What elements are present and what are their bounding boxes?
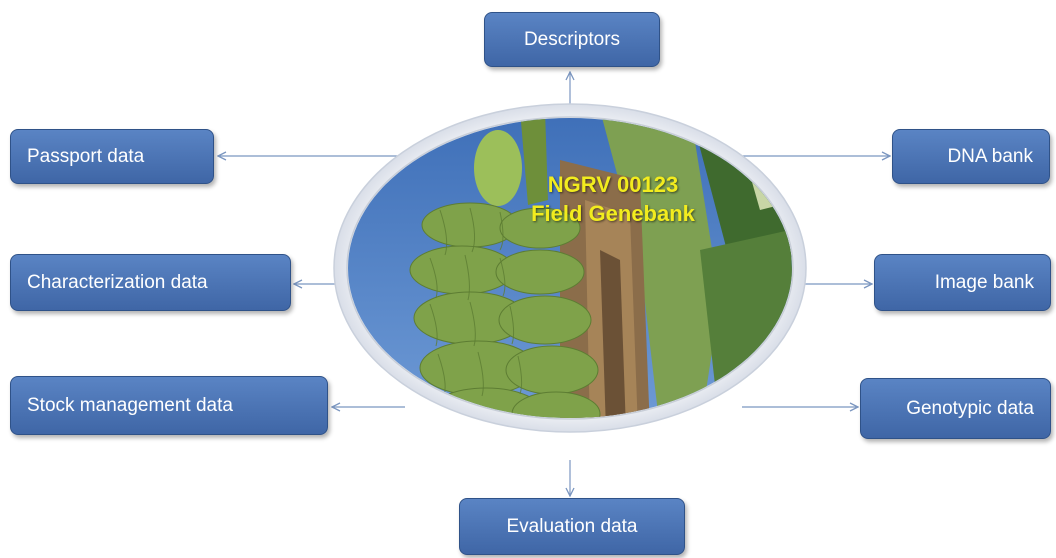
- evaluation-data-box: Evaluation data: [459, 498, 685, 555]
- center-label: NGRV 00123 Field Genebank: [498, 170, 728, 228]
- passport-data-label: Passport data: [27, 145, 145, 167]
- image-bank-label: Image bank: [934, 271, 1034, 293]
- accession-id: NGRV 00123: [547, 172, 679, 197]
- stock-management-data-box: Stock management data: [10, 376, 328, 435]
- dna-bank-label: DNA bank: [947, 145, 1033, 167]
- genotypic-data-label: Genotypic data: [906, 397, 1034, 419]
- descriptors-label: Descriptors: [523, 28, 621, 50]
- dna-bank-box: DNA bank: [892, 129, 1050, 184]
- stock-management-data-label: Stock management data: [27, 394, 233, 416]
- characterization-data-label: Characterization data: [27, 271, 208, 293]
- genebank-name: Field Genebank: [531, 201, 695, 226]
- image-bank-box: Image bank: [874, 254, 1051, 311]
- descriptors-box: Descriptors: [484, 12, 660, 67]
- passport-data-box: Passport data: [10, 129, 214, 184]
- characterization-data-box: Characterization data: [10, 254, 291, 311]
- genotypic-data-box: Genotypic data: [860, 378, 1051, 439]
- connector-arrows: [218, 72, 890, 496]
- evaluation-data-label: Evaluation data: [506, 515, 638, 537]
